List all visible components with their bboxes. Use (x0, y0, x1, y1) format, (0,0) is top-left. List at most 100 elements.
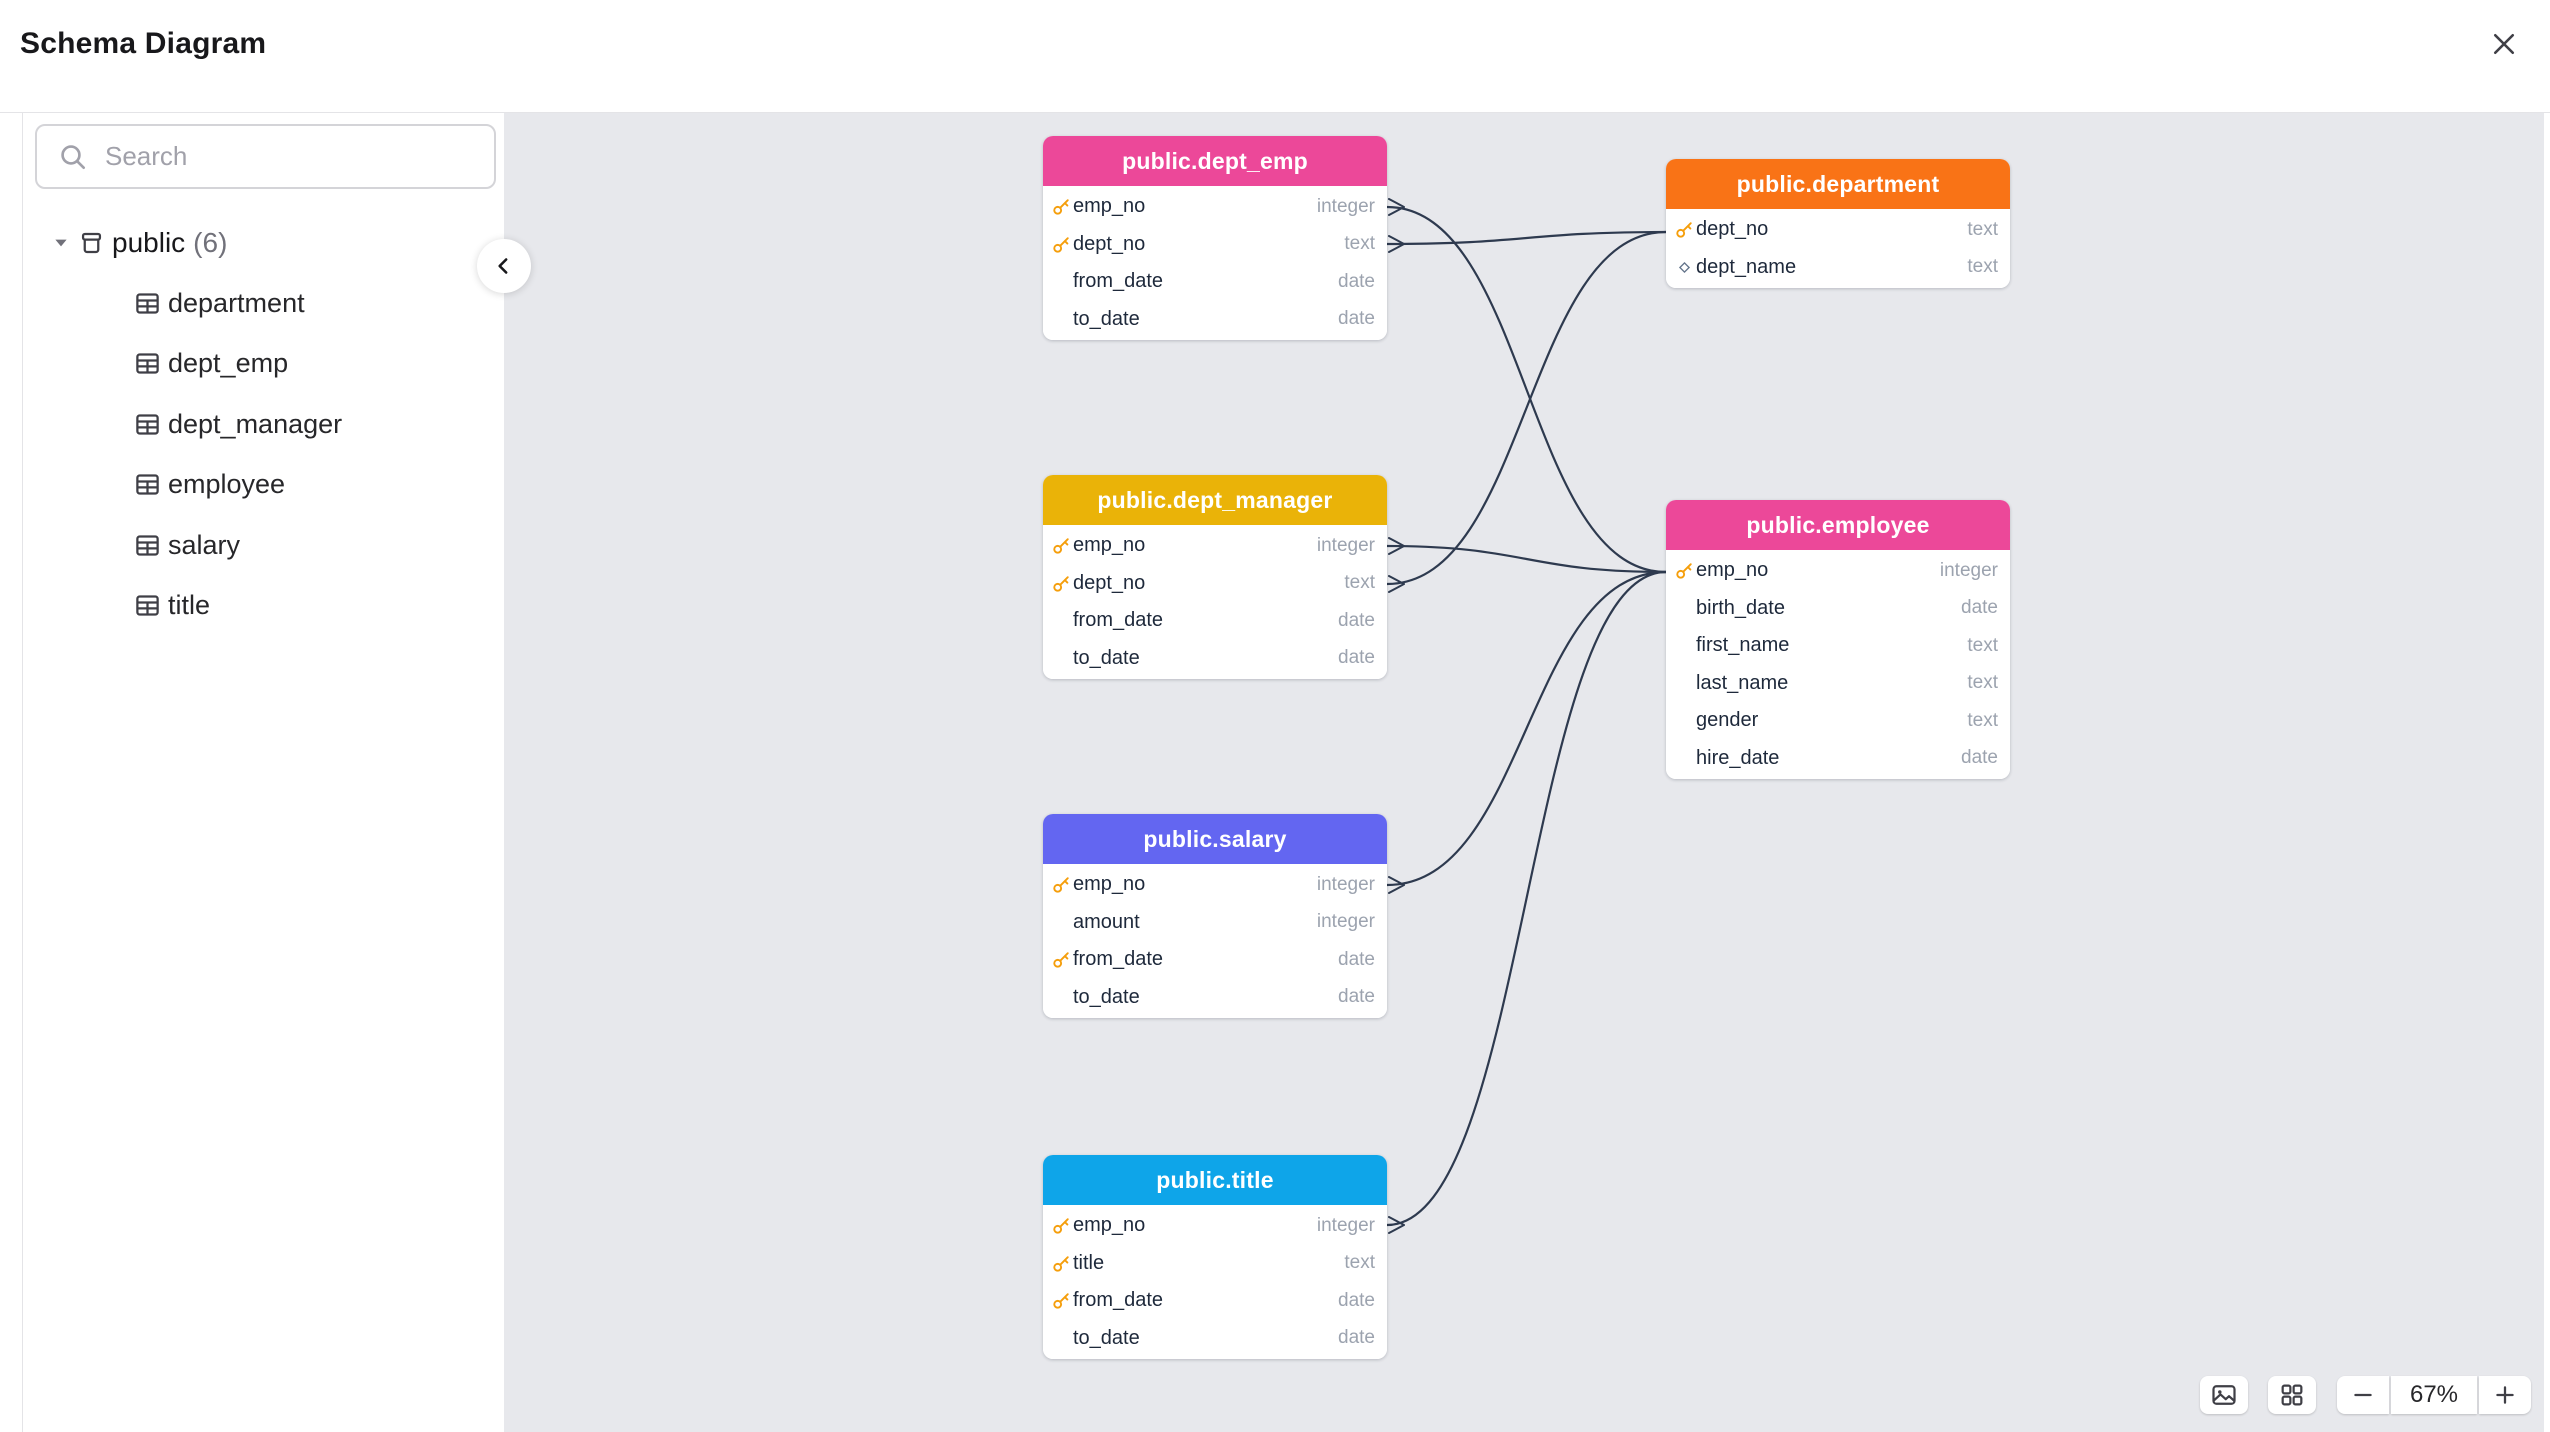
column-row[interactable]: to_date date (1043, 1320, 1387, 1358)
column-name: emp_no (1073, 873, 1146, 896)
column-icon-spacer (1674, 673, 1694, 693)
sidebar-item-employee[interactable]: employee (23, 455, 504, 516)
column-row[interactable]: gender text (1666, 702, 2010, 740)
primary-key-icon (1051, 536, 1071, 556)
column-row[interactable]: emp_no integer (1666, 552, 2010, 590)
column-name: hire_date (1696, 746, 1780, 769)
sidebar-item-dept-emp[interactable]: dept_emp (23, 334, 504, 395)
column-type: text (1967, 218, 1998, 240)
sidebar-item-title[interactable]: title (23, 576, 504, 637)
table-icon (134, 411, 168, 438)
column-icon-spacer (1674, 598, 1694, 618)
table-node-employee[interactable]: public.employee emp_no integer birth_dat… (1666, 500, 2010, 779)
zoom-out-button[interactable] (2337, 1376, 2389, 1414)
crow-foot-marker (1388, 876, 1405, 894)
table-node-body: dept_no text dept_name text (1666, 209, 2010, 288)
column-row[interactable]: last_name text (1666, 665, 2010, 703)
edge-title-to-employee (1385, 570, 1668, 1227)
close-button[interactable] (2486, 26, 2522, 62)
primary-key-icon (1051, 1253, 1071, 1273)
search-box[interactable] (35, 124, 496, 189)
column-name: gender (1696, 709, 1759, 732)
column-row[interactable]: from_date date (1043, 602, 1387, 640)
table-node-header[interactable]: public.employee (1666, 500, 2010, 550)
column-row[interactable]: to_date date (1043, 301, 1387, 339)
column-type: date (1338, 609, 1375, 631)
table-icon (134, 350, 168, 377)
primary-key-icon (1051, 234, 1071, 254)
column-name: birth_date (1696, 596, 1785, 619)
column-name: dept_name (1696, 255, 1797, 278)
column-name: from_date (1073, 1289, 1164, 1312)
table-node-title[interactable]: public.title emp_no integer title text (1043, 1155, 1387, 1359)
column-icon-spacer (1674, 748, 1694, 768)
column-type: date (1338, 948, 1375, 970)
column-type: text (1967, 709, 1998, 731)
search-input[interactable] (89, 141, 494, 172)
column-icon-spacer (1051, 1328, 1071, 1348)
column-icon-spacer (1674, 711, 1694, 731)
table-node-body: emp_no integer dept_no text from_date da… (1043, 186, 1387, 340)
sidebar-item-salary[interactable]: salary (23, 515, 504, 576)
column-icon-spacer (1051, 912, 1071, 932)
auto-layout-button[interactable] (2268, 1376, 2316, 1414)
column-row[interactable]: dept_no text (1043, 226, 1387, 264)
tree-items: department dept_emp dept_manager employe… (23, 273, 504, 636)
content-region: public (6) department dept_emp dept_mana… (0, 112, 2550, 1432)
relationship-edges (1385, 198, 1668, 1234)
column-row[interactable]: dept_no text (1043, 565, 1387, 603)
table-node-header[interactable]: public.dept_manager (1043, 475, 1387, 525)
column-type: date (1338, 270, 1375, 292)
column-name: from_date (1073, 270, 1164, 293)
caret-down-icon[interactable] (52, 234, 78, 252)
table-node-header[interactable]: public.dept_emp (1043, 136, 1387, 186)
export-image-button[interactable] (2200, 1376, 2248, 1414)
column-row[interactable]: title text (1043, 1245, 1387, 1283)
table-node-dept-manager[interactable]: public.dept_manager emp_no integer dept_… (1043, 475, 1387, 679)
unique-diamond-icon (1674, 257, 1694, 277)
column-row[interactable]: from_date date (1043, 1282, 1387, 1320)
column-row[interactable]: first_name text (1666, 627, 2010, 665)
table-node-department[interactable]: public.department dept_no text dept_name… (1666, 159, 2010, 288)
sidebar-item-dept-manager[interactable]: dept_manager (23, 394, 504, 455)
schema-tree: public (6) department dept_emp dept_mana… (23, 213, 504, 636)
diagram-canvas[interactable]: public.dept_emp emp_no integer dept_no t… (504, 113, 2544, 1432)
column-row[interactable]: amount integer (1043, 904, 1387, 942)
column-row[interactable]: birth_date date (1666, 590, 2010, 628)
column-row[interactable]: from_date date (1043, 263, 1387, 301)
primary-key-icon (1051, 573, 1071, 593)
schema-table-count: (6) (193, 227, 228, 258)
column-row[interactable]: dept_name text (1666, 249, 2010, 287)
column-icon-spacer (1051, 987, 1071, 1007)
tree-node-public-schema[interactable]: public (6) (23, 213, 504, 273)
column-row[interactable]: emp_no integer (1043, 866, 1387, 904)
table-node-header[interactable]: public.department (1666, 159, 2010, 209)
column-type: integer (1939, 559, 1998, 581)
column-row[interactable]: to_date date (1043, 640, 1387, 678)
sidebar-collapse-button[interactable] (477, 239, 531, 293)
column-name: to_date (1073, 1326, 1140, 1349)
column-row[interactable]: emp_no integer (1043, 527, 1387, 565)
column-row[interactable]: emp_no integer (1043, 1207, 1387, 1245)
schema-label: public (112, 227, 186, 258)
schema-icon (78, 230, 112, 257)
column-name: to_date (1073, 985, 1140, 1008)
primary-key-icon (1051, 950, 1071, 970)
table-node-header[interactable]: public.title (1043, 1155, 1387, 1205)
sidebar-item-department[interactable]: department (23, 273, 504, 334)
topbar: Schema Diagram (0, 0, 2550, 112)
column-type: integer (1316, 534, 1375, 556)
table-node-salary[interactable]: public.salary emp_no integer amount inte… (1043, 814, 1387, 1018)
column-row[interactable]: hire_date date (1666, 740, 2010, 778)
column-type: text (1344, 233, 1375, 255)
edge-dept-manager-to-employee (1385, 544, 1668, 574)
column-row[interactable]: dept_no text (1666, 211, 2010, 249)
column-row[interactable]: from_date date (1043, 941, 1387, 979)
column-type: date (1338, 647, 1375, 669)
column-row[interactable]: emp_no integer (1043, 188, 1387, 226)
table-node-header[interactable]: public.salary (1043, 814, 1387, 864)
zoom-in-button[interactable] (2479, 1376, 2531, 1414)
table-node-dept-emp[interactable]: public.dept_emp emp_no integer dept_no t… (1043, 136, 1387, 340)
column-row[interactable]: to_date date (1043, 979, 1387, 1017)
